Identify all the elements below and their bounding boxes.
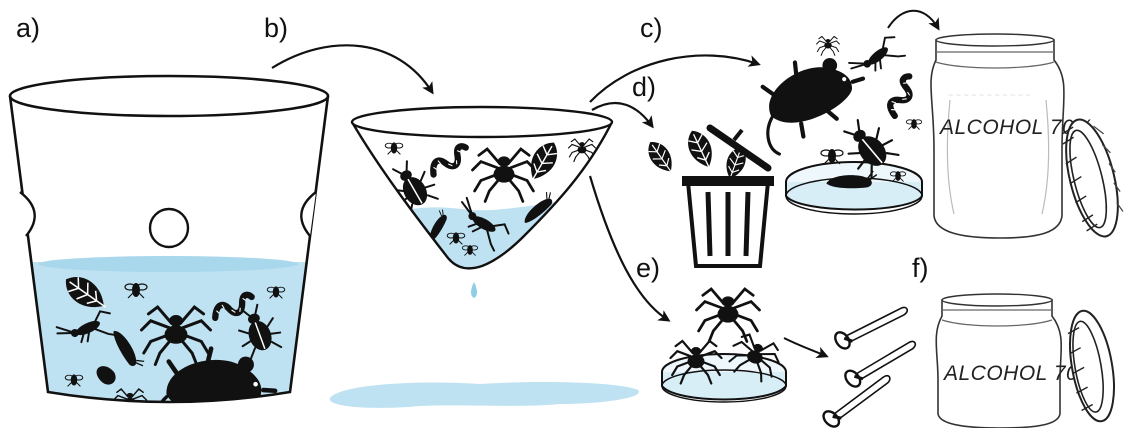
- arrow-b-to-e: [590, 176, 668, 320]
- forceps-icon: [815, 307, 922, 428]
- panel-label-f: f): [912, 253, 929, 283]
- funnel-sieve-icon: [340, 107, 620, 300]
- arrow-e-to-forceps: [784, 338, 826, 356]
- glass-jar-icon-top: ~ ~ ~ ~ ~ ~ ~ ~ ~ ~ ~ ALCOHOL 70%: [931, 34, 1124, 242]
- glass-jar-icon-bottom: ALCOHOL 70%: [936, 294, 1121, 428]
- petri-dish-e: [662, 331, 786, 402]
- panel-label-d: d): [632, 72, 656, 102]
- arrow-c-to-jar: [888, 11, 938, 28]
- arrow-b-to-c: [590, 55, 758, 102]
- bucket-trap-icon: [0, 76, 340, 428]
- petri-dish-c: [786, 149, 922, 214]
- panel-label-b: b): [264, 13, 288, 43]
- trash-bin-icon: [642, 126, 774, 266]
- panel-label-c: c): [640, 13, 663, 43]
- svg-text:~ ~ ~ ~ ~ ~ ~ ~ ~ ~ ~: ~ ~ ~ ~ ~ ~ ~ ~ ~ ~ ~: [948, 90, 1031, 100]
- water-puddle: [330, 382, 639, 408]
- panel-label-e: e): [636, 253, 660, 283]
- panel-label-a: a): [16, 13, 40, 43]
